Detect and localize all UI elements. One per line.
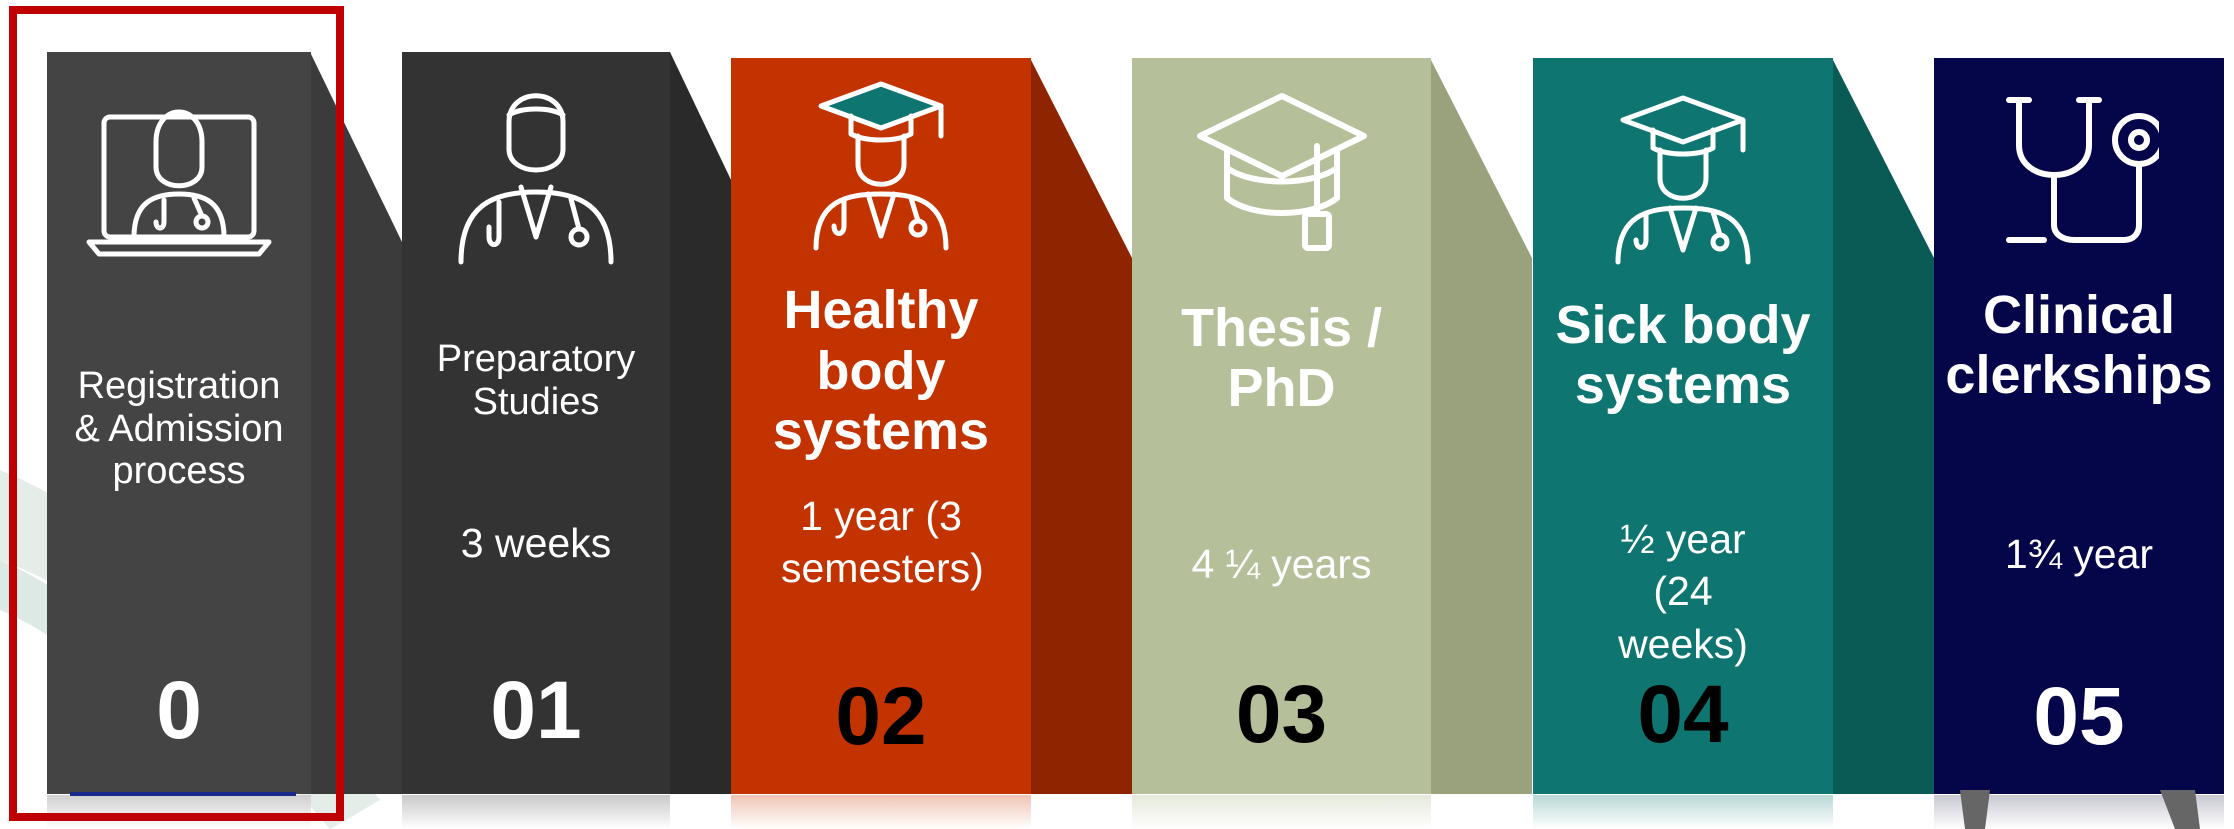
reflection (731, 795, 1031, 829)
step-panel-5: Clinical clerkships 1¾ year 05 (1934, 58, 2224, 794)
reflection (47, 795, 311, 829)
graduate-doctor-icon (1608, 80, 1758, 280)
graduation-cap-icon (1192, 76, 1372, 276)
step-title: Thesis / PhD (1180, 297, 1383, 418)
fold-0 (310, 52, 402, 794)
step-title: Healthy body systems (772, 280, 990, 462)
step-title: Preparatory Studies (436, 338, 636, 423)
step-number: 0 (156, 665, 202, 756)
decorative-bottom-shape (1960, 790, 2200, 829)
reflection (1132, 795, 1431, 829)
step-panel-2: Healthy body systems 1 year (3 semesters… (731, 58, 1031, 794)
fold-2 (1030, 58, 1132, 794)
step-number: 01 (490, 665, 582, 756)
step-number: 05 (2033, 671, 2125, 762)
step-duration: 3 weeks (460, 520, 612, 566)
step-number: 02 (835, 671, 927, 762)
stethoscope-icon (1999, 70, 2159, 270)
fold-1 (670, 52, 732, 794)
fold-4 (1832, 58, 1934, 794)
underline-bar (70, 792, 296, 796)
graduate-doctor-icon (806, 66, 956, 266)
step-duration: 4 ¼ years (1191, 541, 1372, 587)
reflection (1533, 795, 1833, 829)
step-number: 03 (1235, 669, 1328, 760)
step-duration: ½ year (24 weeks) (1618, 516, 1748, 667)
selection-highlight-frame (9, 6, 344, 821)
step-duration: 1¾ year (2004, 531, 2154, 577)
step-title: Sick body systems (1555, 294, 1811, 415)
step-title: Clinical clerkships (1945, 284, 2213, 405)
step-panel-4: Sick body systems ½ year (24 weeks) 04 (1533, 58, 1833, 794)
step-panel-3: Thesis / PhD 4 ¼ years 03 (1132, 58, 1431, 794)
reflection (402, 795, 670, 829)
fold-3 (1430, 58, 1532, 794)
step-duration: 1 year (3 semesters) (781, 493, 984, 592)
step-number: 04 (1637, 669, 1729, 760)
step-title: Registration & Admission process (74, 365, 284, 493)
doctor-icon (451, 74, 621, 274)
step-panel-1: Preparatory Studies 3 weeks 01 (402, 52, 670, 794)
step-panel-0: Registration & Admission process 0 (47, 52, 311, 794)
doctor-laptop-icon (84, 74, 274, 274)
